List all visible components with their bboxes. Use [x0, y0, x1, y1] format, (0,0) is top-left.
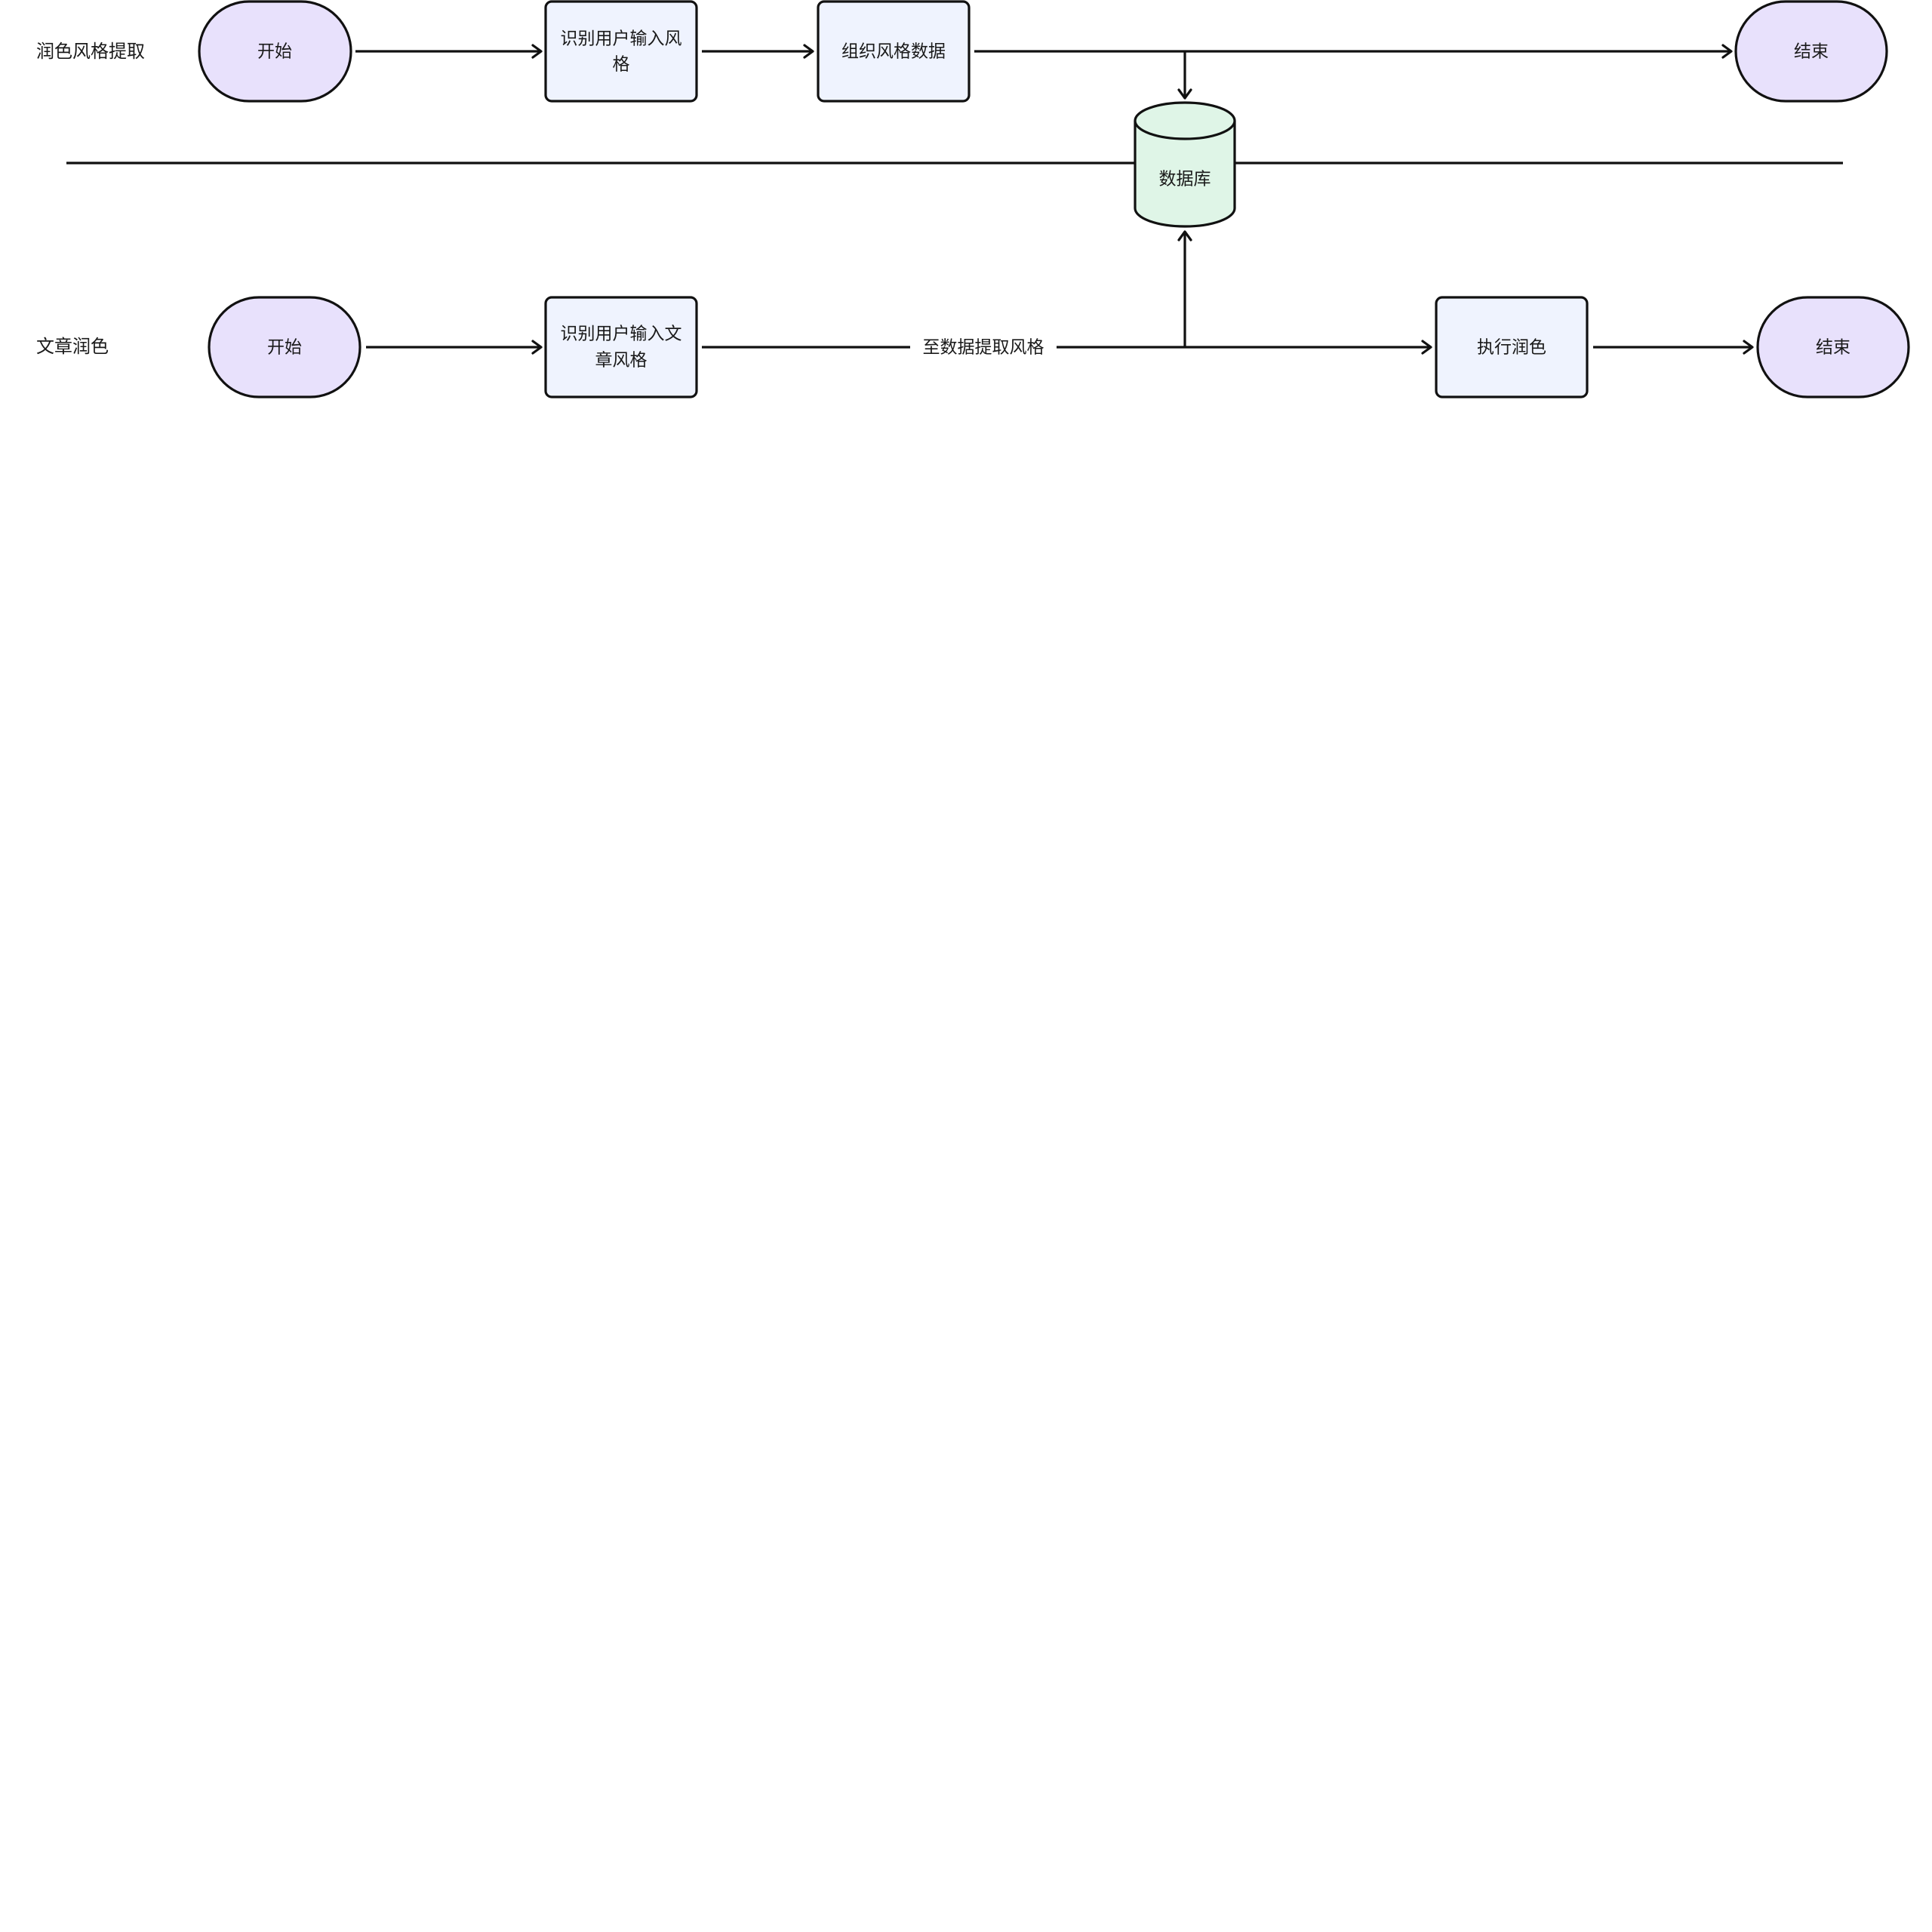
node-l1-organize-data[interactable]: 组织风格数据 [817, 0, 971, 103]
lane-label-article-polish: 文章润色 [36, 336, 109, 357]
node-l2-identify-article-style[interactable]: 识别用户输入文 章风格 [544, 296, 698, 398]
node-label: 执行润色 [1477, 338, 1546, 358]
node-label-line2: 格 [613, 55, 630, 75]
node-label-line1: 识别用户输入风 [561, 29, 682, 49]
node-label-line2: 章风格 [595, 351, 648, 371]
node-database[interactable]: 数据库 [1134, 101, 1236, 228]
node-l1-identify-style[interactable]: 识别用户输入风 格 [544, 0, 698, 103]
process-shape [544, 296, 698, 398]
node-label-line1: 识别用户输入文 [561, 325, 682, 344]
terminal-shape [1734, 0, 1888, 103]
node-label: 组织风格数据 [841, 42, 946, 62]
process-shape [544, 0, 698, 103]
node-label: 开始 [267, 338, 302, 358]
node-label: 结束 [1794, 42, 1829, 62]
database-top [1134, 101, 1236, 140]
node-label: 结束 [1816, 338, 1850, 358]
node-label: 开始 [257, 42, 292, 62]
edge-label-fetch-style: 至数据提取风格 [923, 338, 1044, 358]
node-l2-end[interactable]: 结束 [1756, 296, 1910, 398]
terminal-shape [198, 0, 352, 103]
node-label: 数据库 [1159, 170, 1211, 189]
terminal-shape [208, 296, 361, 398]
node-l2-start[interactable]: 开始 [208, 296, 361, 398]
node-l2-execute-polish[interactable]: 执行润色 [1435, 296, 1589, 398]
node-l1-end[interactable]: 结束 [1734, 0, 1888, 103]
process-shape [817, 0, 971, 103]
process-shape [1435, 296, 1589, 398]
database-body [1134, 121, 1236, 228]
terminal-shape [1756, 296, 1910, 398]
lane-label-style-extraction: 润色风格提取 [36, 41, 145, 62]
node-l1-start[interactable]: 开始 [198, 0, 352, 103]
